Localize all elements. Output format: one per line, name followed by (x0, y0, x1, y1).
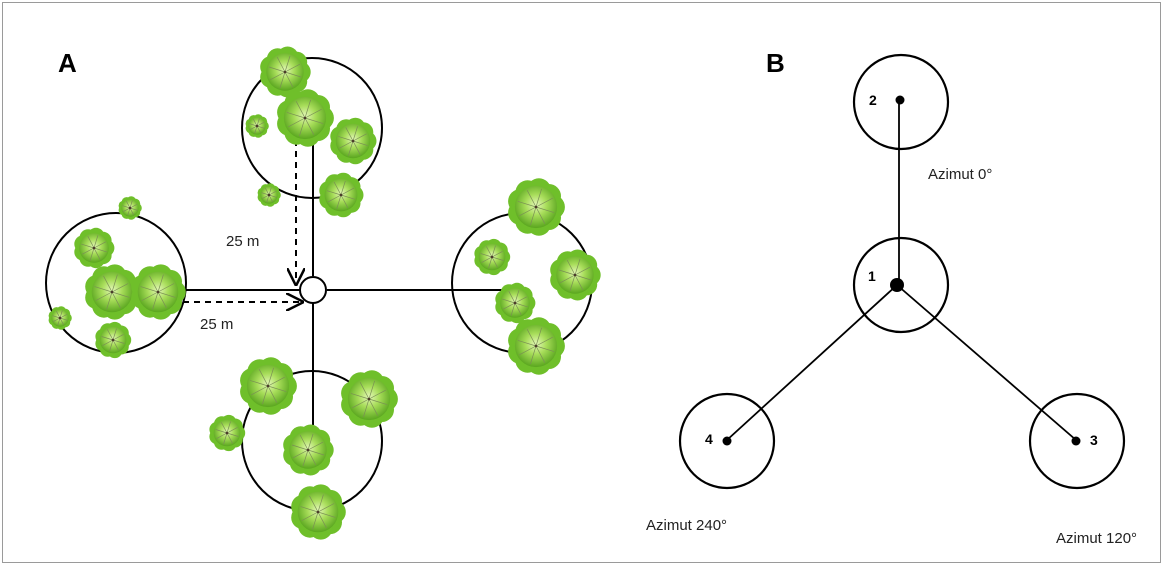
point-label-2: 2 (869, 92, 877, 108)
tree-crown-icon (240, 357, 297, 415)
plot-center-2 (895, 95, 905, 105)
tree-crown-icon (85, 264, 140, 320)
plot-center-1 (890, 278, 904, 292)
tree-crown-icon (508, 317, 565, 375)
tree-crown-icon (330, 117, 377, 165)
tree-crown-icon (48, 306, 72, 330)
tree-group (48, 46, 601, 540)
tree-crown-icon (118, 196, 142, 220)
tree-crown-icon (508, 178, 565, 236)
plot-circle-4 (678, 392, 776, 490)
plot-center-3 (1071, 436, 1081, 446)
center-point (299, 276, 327, 304)
plot-circle-2 (852, 53, 950, 151)
tree-crown-icon (550, 249, 601, 301)
tree-crown-icon (245, 114, 269, 138)
plot-circle-1 (852, 236, 950, 334)
plot-center-4 (722, 436, 732, 446)
tree-crown-icon (95, 321, 132, 359)
panel-label-a: A (58, 48, 77, 78)
tree-crown-icon (277, 89, 334, 147)
tree-crown-icon (209, 414, 246, 452)
point-label-4: 4 (705, 431, 713, 447)
point-label-1: 1 (868, 268, 876, 284)
tree-crown-icon (257, 183, 281, 207)
connector-1-3 (896, 284, 1077, 441)
tree-crown-icon (319, 172, 364, 218)
distance-label-vertical: 25 m (226, 233, 260, 250)
tree-crown-icon (260, 46, 311, 98)
tree-crown-icon (474, 238, 511, 276)
azimuth-label-240: Azimut 240° (646, 517, 728, 534)
tree-crown-icon (283, 424, 334, 476)
point-label-3: 3 (1090, 432, 1098, 448)
azimuth-label-120: Azimut 120° (1056, 530, 1138, 547)
panel-a-diagram (45, 46, 601, 540)
tree-crown-icon (341, 370, 398, 428)
tree-crown-icon (291, 484, 346, 540)
tree-crown-icon (495, 282, 536, 324)
panel-label-b: B (766, 48, 785, 78)
tree-crown-icon (131, 264, 186, 320)
connector-1-4 (726, 284, 898, 441)
distance-label-horizontal: 25 m (200, 316, 234, 333)
azimuth-label-0: Azimut 0° (928, 166, 993, 183)
panel-b-diagram (678, 53, 1126, 490)
tree-crown-icon (74, 227, 115, 269)
plot-circle-3 (1028, 392, 1126, 490)
